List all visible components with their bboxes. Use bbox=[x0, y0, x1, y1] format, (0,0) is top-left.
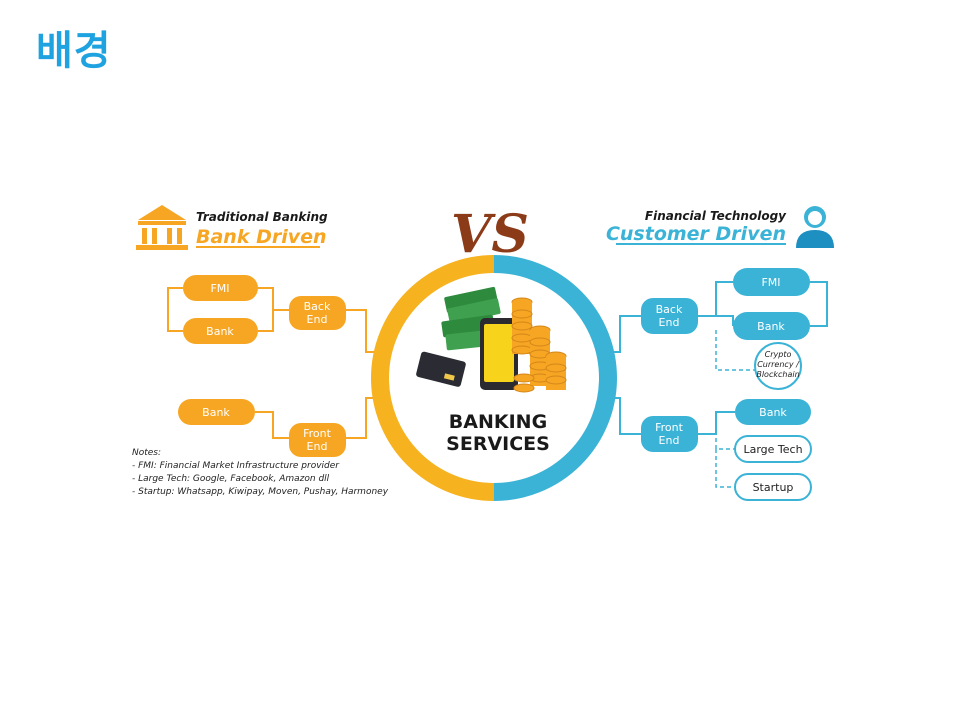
right-bank-bottom-pill: Bank bbox=[735, 399, 811, 425]
right-startup-pill: Startup bbox=[734, 473, 812, 501]
center-label-line1: BANKING bbox=[449, 411, 547, 433]
left-back-end-line2: End bbox=[307, 313, 328, 326]
bank-building-icon bbox=[136, 205, 188, 250]
right-fmi-pill: FMI bbox=[733, 268, 810, 296]
right-front-end-line1: Front bbox=[655, 421, 684, 434]
right-front-end-pill: Front End bbox=[641, 416, 698, 452]
left-header-title: Bank Driven bbox=[196, 226, 327, 248]
right-back-end-line2: End bbox=[659, 316, 680, 329]
center-ring bbox=[371, 255, 617, 501]
user-avatar-icon bbox=[796, 206, 834, 248]
right-header-subtitle: Financial Technology bbox=[645, 209, 787, 223]
crypto-line1: Crypto bbox=[765, 350, 792, 359]
crypto-line2: Currency / bbox=[757, 360, 800, 369]
left-fmi-pill: FMI bbox=[183, 275, 258, 301]
right-crypto-circle: Crypto Currency / Blockchain bbox=[754, 342, 802, 390]
left-bank-top-pill: Bank bbox=[183, 318, 258, 344]
right-header-underline bbox=[616, 243, 786, 245]
notes-item-fmi: - FMI: Financial Market Infrastructure p… bbox=[132, 461, 340, 471]
left-fmi-label: FMI bbox=[210, 282, 229, 295]
left-back-end-pill: Back End bbox=[289, 296, 346, 330]
center-label-line2: SERVICES bbox=[446, 433, 550, 455]
left-bank-bottom-label: Bank bbox=[202, 406, 230, 419]
notes-block: Notes: - FMI: Financial Market Infrastru… bbox=[132, 448, 389, 497]
slide-title: 배경 bbox=[36, 28, 112, 74]
left-front-end-line1: Front bbox=[303, 427, 332, 440]
right-front-end-line2: End bbox=[659, 434, 680, 447]
banking-services-illustration bbox=[416, 286, 567, 393]
left-header-underline bbox=[196, 246, 320, 248]
right-dashed-connectors bbox=[715, 330, 755, 488]
right-fmi-label: FMI bbox=[761, 276, 780, 289]
left-front-end-line2: End bbox=[307, 440, 328, 453]
right-bank-top-pill: Bank bbox=[733, 312, 810, 340]
notes-item-startup: - Startup: Whatsapp, Kiwipay, Moven, Pus… bbox=[132, 487, 389, 497]
left-header-subtitle: Traditional Banking bbox=[196, 210, 328, 224]
right-bank-bottom-label: Bank bbox=[759, 406, 787, 419]
left-back-end-line1: Back bbox=[304, 300, 331, 313]
notes-item-large-tech: - Large Tech: Google, Facebook, Amazon d… bbox=[132, 474, 330, 484]
left-bank-top-label: Bank bbox=[206, 325, 234, 338]
right-back-end-pill: Back End bbox=[641, 298, 698, 334]
vs-label: VS bbox=[451, 204, 529, 265]
crypto-line3: Blockchain bbox=[756, 370, 799, 379]
left-bank-bottom-pill: Bank bbox=[178, 399, 255, 425]
notes-heading: Notes: bbox=[132, 448, 161, 458]
right-back-end-line1: Back bbox=[656, 303, 683, 316]
right-large-tech-pill: Large Tech bbox=[734, 435, 812, 463]
right-startup-label: Startup bbox=[753, 481, 794, 494]
right-header-title: Customer Driven bbox=[606, 223, 786, 245]
right-large-tech-label: Large Tech bbox=[743, 443, 802, 456]
right-bank-top-label: Bank bbox=[757, 320, 785, 333]
left-front-end-pill: Front End bbox=[289, 423, 346, 457]
